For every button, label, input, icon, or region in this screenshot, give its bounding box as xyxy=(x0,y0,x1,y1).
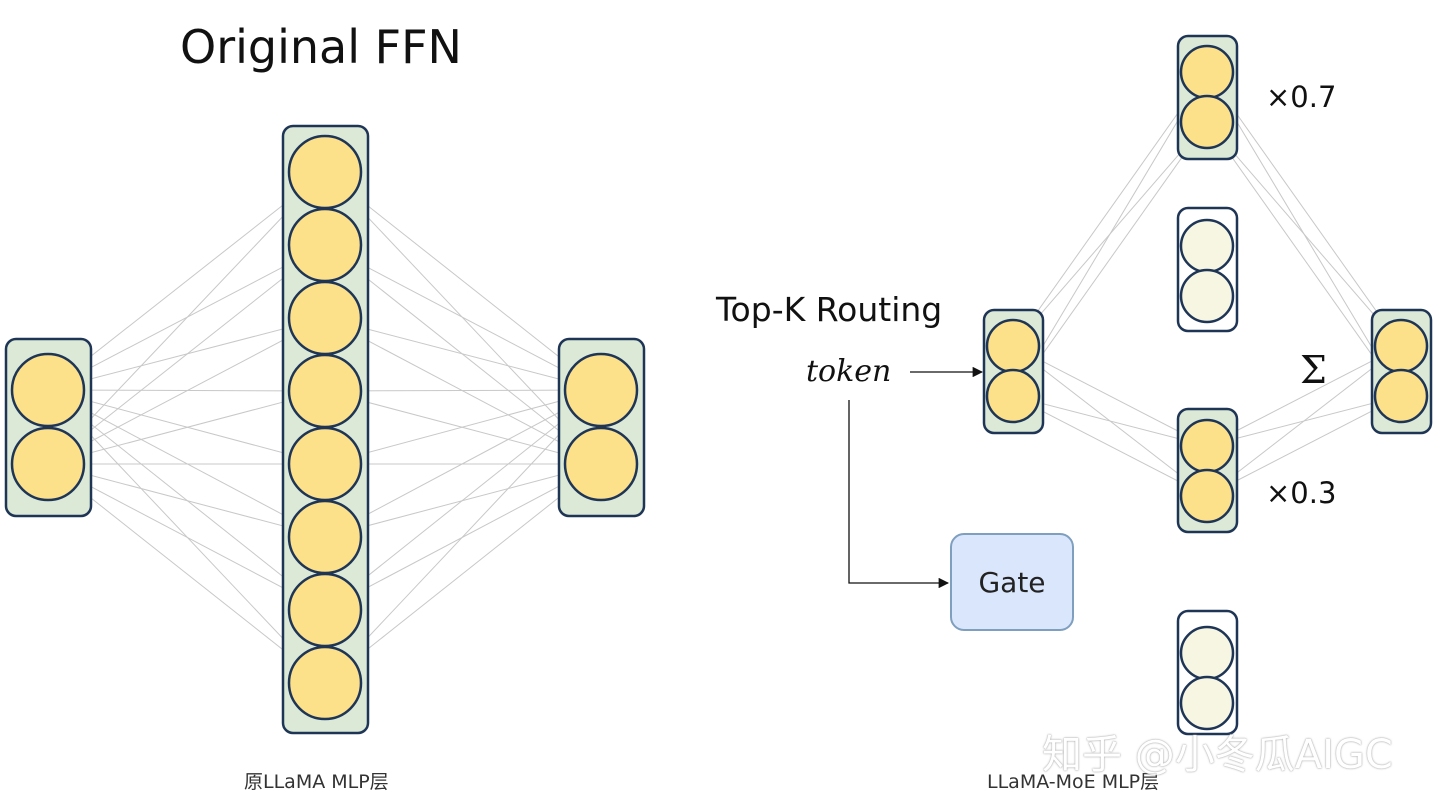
token-to-gate-arrow xyxy=(848,400,950,589)
edge-router-expert1 xyxy=(1012,121,1208,397)
expert-4 xyxy=(1176,609,1239,736)
expert-3 xyxy=(1176,407,1239,534)
merge-layer-node-1 xyxy=(1373,318,1429,374)
hidden-layer-node-7 xyxy=(287,572,363,648)
edge-input-hidden xyxy=(47,317,326,465)
expert-2-node-1 xyxy=(1179,218,1235,274)
caption-right: LLaMA-MoE MLP层 xyxy=(987,771,1160,793)
edge-router-expert1 xyxy=(1012,71,1208,397)
expert-2 xyxy=(1176,206,1239,333)
merge-layer xyxy=(1370,308,1433,435)
layer-box-group xyxy=(4,34,1433,736)
arrow-group xyxy=(848,366,984,589)
hidden-layer-node-6 xyxy=(287,499,363,575)
output-layer-node-2 xyxy=(563,426,639,502)
gate-label: Gate xyxy=(978,565,1046,599)
edge-router-expert3 xyxy=(1012,345,1208,447)
edge-router-expert3 xyxy=(1012,395,1208,447)
input-layer-node-2 xyxy=(10,426,86,502)
gate-box: Gate xyxy=(950,533,1074,631)
edge-input-hidden xyxy=(47,171,326,391)
output-layer-node-1 xyxy=(563,352,639,428)
hidden-layer-node-3 xyxy=(287,280,363,356)
expert-4-node-2 xyxy=(1179,675,1235,731)
watermark: 知乎 @小冬瓜AIGC xyxy=(1042,732,1393,778)
edge-hidden-output xyxy=(324,389,602,538)
expert-1 xyxy=(1176,34,1239,161)
edge-input-hidden xyxy=(47,463,326,611)
output-layer xyxy=(557,337,646,518)
edge-input-hidden xyxy=(47,463,326,684)
edge-router-expert1 xyxy=(1012,71,1208,347)
edge-hidden-output xyxy=(324,389,602,684)
edge-expert1-merge xyxy=(1206,71,1402,347)
edge-expert1-merge xyxy=(1206,121,1402,397)
expert-1-node-2 xyxy=(1179,94,1235,150)
edge-hidden-output xyxy=(324,389,602,392)
edge-expert3-merge xyxy=(1206,395,1402,497)
edge-hidden-output xyxy=(324,317,602,391)
edge-hidden-output xyxy=(324,389,602,465)
expert-3-node-1 xyxy=(1179,418,1235,474)
expert-3-node-2 xyxy=(1179,468,1235,524)
edge-hidden-output xyxy=(324,389,602,611)
edge-expert1-merge xyxy=(1206,121,1402,347)
hidden-layer xyxy=(281,124,370,735)
router-layer-node-2 xyxy=(985,368,1041,424)
expert-4-node-1 xyxy=(1179,625,1235,681)
edge-hidden-output xyxy=(324,171,602,391)
router-layer xyxy=(982,308,1045,435)
hidden-layer-node-8 xyxy=(287,645,363,721)
hidden-layer-node-5 xyxy=(287,426,363,502)
router-layer-node-1 xyxy=(985,318,1041,374)
edge-input-hidden xyxy=(47,390,326,465)
hidden-layer-node-1 xyxy=(287,134,363,210)
expert-2-node-2 xyxy=(1179,268,1235,324)
hidden-layer-node-2 xyxy=(287,207,363,283)
expert-weight-top: ×0.7 xyxy=(1266,80,1337,114)
caption-left: 原LLaMA MLP层 xyxy=(244,771,389,793)
edge-router-expert3 xyxy=(1012,395,1208,497)
edge-expert3-merge xyxy=(1206,345,1402,497)
edge-input-hidden xyxy=(47,244,326,465)
edge-input-hidden xyxy=(47,171,326,465)
diagram-title: Original FFN xyxy=(180,20,462,74)
sum-symbol: Σ xyxy=(1300,348,1327,392)
input-layer xyxy=(4,337,93,518)
token-label: token xyxy=(806,354,892,389)
input-layer-node-1 xyxy=(10,352,86,428)
hidden-layer-node-4 xyxy=(287,353,363,429)
expert-1-node-1 xyxy=(1179,44,1235,100)
edge-hidden-output xyxy=(324,463,602,684)
edge-hidden-output xyxy=(324,244,602,391)
edge-input-hidden xyxy=(47,463,326,538)
routing-label: Top-K Routing xyxy=(716,290,943,329)
edge-expert3-merge xyxy=(1206,345,1402,447)
edge-group xyxy=(47,71,1402,684)
merge-layer-node-2 xyxy=(1373,368,1429,424)
expert-weight-bottom: ×0.3 xyxy=(1266,476,1337,510)
